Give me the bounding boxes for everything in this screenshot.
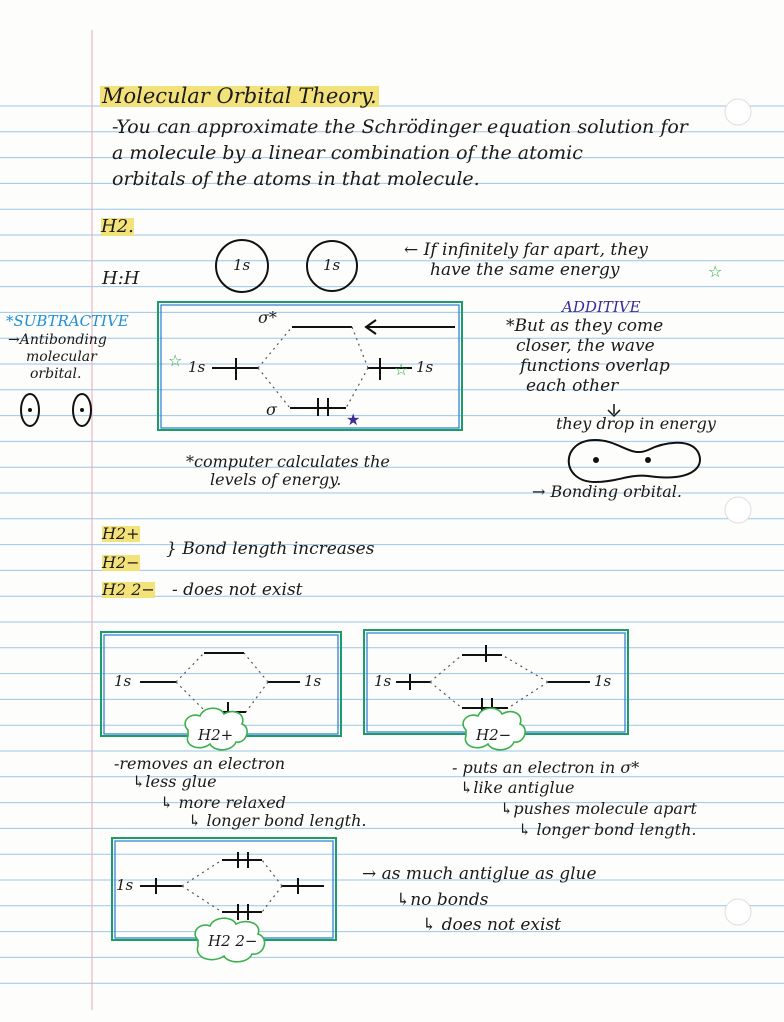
box-plus-note-1: -removes an electron — [114, 754, 286, 773]
far-apart-note-1: ← If infinitely far apart, they — [404, 240, 648, 260]
box-minus-note-1: - puts an electron in σ* — [452, 758, 640, 777]
box-plus-note-3: ↳ more relaxed — [160, 793, 287, 812]
box-minus-right-1s: 1s — [594, 672, 612, 690]
nucleus-dot — [645, 457, 651, 463]
box-dianion-note-3: ↳ does not exist — [422, 915, 562, 935]
h2-heading: H2. — [101, 216, 134, 237]
h2-lewis-formula: H:H — [102, 268, 140, 289]
bond-length-note: } Bond length increases — [166, 539, 375, 559]
diagram-left-1s: 1s — [188, 358, 206, 376]
additive-line-2: closer, the wave — [516, 336, 655, 356]
h2-dianion-correlation-lines — [181, 859, 283, 913]
diagram-right-1s: 1s — [416, 358, 434, 376]
box-dianion-note-2: ↳no bonds — [396, 890, 489, 910]
intro-line-1: -You can approximate the Schrödinger equ… — [112, 116, 688, 138]
bonding-orbital-label: → Bonding orbital. — [532, 482, 682, 501]
orbital-label-1s: 1s — [233, 256, 251, 274]
h2-minus-levels — [396, 645, 590, 714]
box-minus-tag: H2− — [476, 726, 512, 744]
sigma-label: σ — [266, 400, 277, 419]
subtractive-line-1: →Antibonding — [8, 332, 107, 348]
box-minus-note-2: ↳like antiglue — [460, 778, 575, 797]
ruled-lines — [0, 105, 784, 984]
box-plus-right-1s: 1s — [304, 672, 322, 690]
nucleus-dot — [593, 457, 599, 463]
binder-hole — [724, 98, 752, 126]
h2-plus-levels — [140, 652, 300, 718]
box-minus-note-3: ↳pushes molecule apart — [500, 799, 697, 818]
box-minus-note-4: ↳ longer bond length. — [518, 820, 697, 839]
h2-dianion-levels — [140, 852, 324, 920]
does-not-exist-note: - does not exist — [172, 580, 303, 600]
correlation-lines — [257, 326, 369, 409]
page-title: Molecular Orbital Theory. — [100, 84, 379, 108]
subtractive-line-2: molecular — [26, 349, 97, 365]
star-icon: ★ — [346, 410, 360, 429]
computer-note-1: *computer calculates the — [186, 452, 390, 471]
antibonding-lobe — [72, 393, 92, 427]
box-plus-note-4: ↳ longer bond length. — [188, 811, 367, 830]
additive-line-4: each other — [526, 376, 619, 396]
ion-h2-plus: H2+ — [102, 524, 140, 543]
energy-drop-note: they drop in energy — [556, 414, 716, 433]
binder-hole — [724, 898, 752, 926]
far-apart-note-2: have the same energy — [430, 260, 620, 280]
h2-minus-cloud — [462, 707, 526, 751]
antibonding-lobe — [20, 393, 40, 427]
computer-note-2: levels of energy. — [210, 470, 342, 489]
box-dianion-left-1s: 1s — [116, 876, 134, 894]
down-arrow-head — [607, 409, 621, 418]
additive-line-1: *But as they come — [506, 316, 664, 336]
nucleus-dot — [80, 408, 84, 412]
h2-minus-correlation-lines — [429, 654, 549, 709]
additive-heading: ADDITIVE — [562, 298, 641, 316]
h2-diagram-box-outline — [160, 304, 460, 429]
h2-diagram-box — [157, 301, 463, 431]
atomic-orbital-circle — [306, 240, 358, 292]
box-dianion-note-1: → as much antiglue as glue — [362, 864, 597, 884]
additive-line-3: functions overlap — [520, 356, 670, 376]
bonding-orbital-shape — [567, 438, 701, 484]
star-icon: ☆ — [708, 262, 722, 281]
star-icon: ☆ — [394, 360, 408, 379]
incoming-arrow-head — [364, 319, 377, 335]
h2-dianion-cloud — [194, 917, 266, 963]
ion-h2-minus: H2− — [102, 553, 140, 572]
ion-h2-dianion: H2 2− — [102, 580, 155, 599]
star-icon: ☆ — [168, 351, 182, 370]
nucleus-dot — [28, 408, 32, 412]
intro-line-3: orbitals of the atoms in that molecule. — [112, 168, 480, 190]
atomic-orbital-circle — [215, 239, 269, 293]
binder-hole — [724, 496, 752, 524]
box-plus-note-2: ↳less glue — [132, 772, 217, 791]
h2-energy-levels — [212, 326, 412, 416]
box-plus-left-1s: 1s — [114, 672, 132, 690]
intro-line-2: a molecule by a linear combination of th… — [112, 142, 583, 164]
box-dianion-tag: H2 2− — [208, 932, 258, 950]
orbital-label-1s: 1s — [323, 256, 341, 274]
h2-plus-cloud — [184, 707, 248, 751]
sigma-star-label: σ* — [258, 308, 277, 327]
subtractive-line-3: orbital. — [30, 366, 82, 382]
subtractive-heading: *SUBTRACTIVE — [6, 312, 129, 330]
box-minus-left-1s: 1s — [374, 672, 392, 690]
box-plus-tag: H2+ — [198, 726, 234, 744]
h2-plus-correlation-lines — [175, 652, 269, 713]
